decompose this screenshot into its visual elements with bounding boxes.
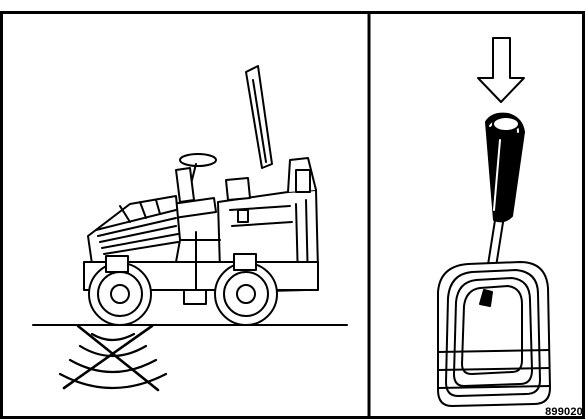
lever-boot-icon: [438, 262, 550, 406]
figure-code: 899020: [545, 406, 583, 418]
down-arrow-icon: [478, 38, 524, 102]
crossed-vibration-icon: [60, 326, 166, 390]
roller-icon: [33, 66, 347, 325]
